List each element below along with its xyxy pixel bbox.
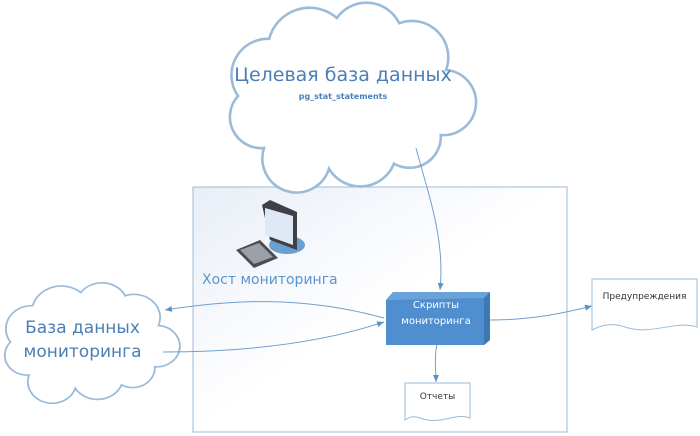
scripts-line2: мониторинга	[401, 316, 471, 327]
reports-label: Отчеты	[419, 392, 456, 402]
target-db-subtitle: pg_stat_statements	[298, 92, 388, 101]
host-label: Хост мониторинга	[202, 272, 338, 288]
target-db-title: Целевая база данных	[234, 64, 452, 86]
warnings-label: Предупреждения	[602, 292, 687, 302]
connector-monitoring-db-to-scripts	[162, 321, 385, 353]
monitoring-db-line2: мониторинга	[23, 342, 142, 362]
scripts-line1: Скрипты	[412, 300, 460, 311]
computer-icon	[236, 200, 305, 268]
reports-document	[404, 382, 471, 422]
warnings-document	[591, 278, 698, 331]
monitoring-db-line1: База данных	[25, 318, 140, 338]
connector-scripts-to-warnings	[489, 304, 593, 321]
connector-scripts-to-reports	[432, 343, 439, 383]
connector-target-to-scripts	[415, 147, 444, 291]
scripts-block	[386, 292, 490, 345]
monitoring-host-boundary	[192, 186, 568, 433]
connector-scripts-to-monitoring-db	[164, 301, 385, 319]
